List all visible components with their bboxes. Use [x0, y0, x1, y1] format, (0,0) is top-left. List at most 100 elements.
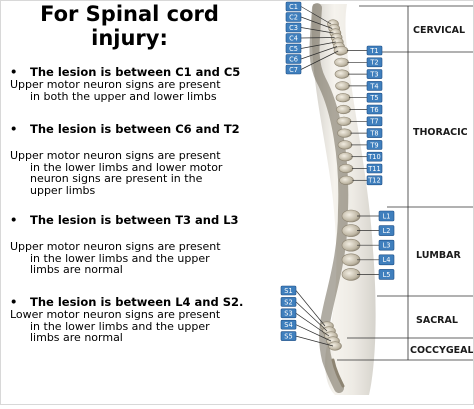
bullet-icon: • — [10, 65, 18, 79]
vertebra-label-box-t12 — [366, 175, 383, 186]
vertebra-labels: C1C2C3C4C5C6C7T1T2T3T4T5T6T7T8T9T10T11T1… — [280, 1, 395, 347]
vertebra-label-box-t5 — [366, 92, 383, 103]
leader-line-c5 — [300, 41, 336, 49]
vertebra-body-t4 — [335, 81, 350, 91]
region-label-coccygeal: COCCYGEAL — [410, 345, 473, 356]
lesion-description-line: in the lower limbs and lower motor — [30, 160, 223, 174]
leader-line-c7 — [300, 50, 339, 70]
vertebra-label-l4: L4 — [383, 256, 391, 264]
vertebra-label-c5: C5 — [289, 45, 298, 53]
vertebra-label-box-s2 — [280, 297, 297, 307]
vertebra-label-box-c4 — [285, 33, 302, 43]
vertebra-label-t6: T6 — [369, 106, 378, 114]
bullet-icon: • — [10, 295, 18, 309]
vertebra-label-t9: T9 — [369, 141, 378, 149]
spine-diagram: CERVICAL THORACIC LUMBAR SACRAL COCCYGEA… — [277, 0, 474, 405]
lesion-description-line: in the lower limbs and the upper — [30, 319, 210, 333]
vertebra-label-l5: L5 — [383, 271, 391, 279]
leader-line-c6 — [300, 46, 338, 60]
leader-line-s4 — [295, 324, 332, 342]
vertebra-label-c7: C7 — [289, 66, 298, 74]
vertebra-label-t2: T2 — [369, 59, 378, 67]
lesion-heading-text: The lesion is between C1 and C5 — [30, 65, 241, 79]
vertebra-label-s4: S4 — [284, 321, 292, 329]
vertebra-label-t8: T8 — [369, 130, 378, 138]
vertebra-label-box-t10 — [366, 151, 383, 162]
bullet-icon: • — [10, 122, 18, 136]
vertebra-label-c6: C6 — [289, 55, 298, 63]
coccyx-bone — [331, 358, 345, 388]
lesion-description: Upper motor neuron signs are present in … — [8, 241, 270, 276]
lesion-description-line: Lower motor neuron signs are present — [10, 308, 221, 321]
leader-line-s2 — [295, 301, 328, 332]
vertebra-bodies — [320, 19, 361, 388]
vertebra-body-t9 — [337, 140, 353, 150]
vertebra-label-box-t11 — [366, 163, 383, 174]
figure-title: For Spinal cord injury: — [12, 2, 247, 50]
lesion-description: Upper motor neuron signs are present in … — [8, 79, 270, 102]
leader-line-c2 — [300, 16, 333, 29]
vertebra-body-t1 — [333, 45, 349, 56]
vertebra-body-t3 — [334, 69, 350, 79]
region-brackets — [337, 5, 473, 361]
lesion-item-c6-t2: • The lesion is between C6 and T2 Upper … — [8, 122, 270, 196]
vertebra-label-s3: S3 — [284, 310, 292, 318]
leader-line-c3 — [300, 27, 334, 34]
region-label-cervical: CERVICAL — [413, 25, 465, 36]
vertebra-label-s2: S2 — [284, 298, 292, 306]
lesion-heading: • The lesion is between C6 and T2 — [8, 122, 270, 136]
vertebra-label-box-t8 — [366, 128, 383, 138]
vertebra-label-c1: C1 — [289, 3, 298, 11]
vertebra-body-t2 — [334, 57, 349, 67]
lesion-description-line: upper limbs — [30, 183, 96, 197]
leader-line-s1 — [295, 290, 326, 327]
vertebra-label-t7: T7 — [369, 118, 378, 126]
vertebra-label-t1: T1 — [369, 47, 378, 55]
vertebra-label-box-s3 — [280, 308, 297, 319]
lesion-heading: • The lesion is between T3 and L3 — [8, 213, 270, 227]
vertebra-body-t11 — [338, 163, 354, 174]
lesion-heading-text: The lesion is between C6 and T2 — [30, 122, 240, 136]
vertebra-label-box-s4 — [280, 319, 297, 330]
vertebra-label-box-t3 — [366, 69, 383, 79]
lesion-description-line: limbs are normal — [30, 263, 123, 276]
vertebra-label-box-l3 — [378, 239, 395, 251]
bullet-icon: • — [10, 213, 18, 227]
vertebra-label-box-t1 — [366, 45, 383, 56]
region-label-thoracic: THORACIC — [413, 127, 468, 138]
vertebra-label-box-l4 — [378, 254, 395, 266]
vertebra-body-t7 — [336, 116, 352, 126]
vertebra-label-box-c3 — [285, 22, 302, 33]
region-label-lumbar: LUMBAR — [416, 250, 461, 261]
lesion-heading-text: The lesion is between T3 and L3 — [30, 213, 239, 227]
leader-line-s3 — [295, 313, 330, 337]
vertebra-label-box-c7 — [285, 64, 302, 75]
lesion-heading: • The lesion is between L4 and S2. — [8, 295, 270, 309]
vertebra-label-box-t9 — [366, 140, 383, 150]
spine-svg: CERVICAL THORACIC LUMBAR SACRAL COCCYGEA… — [280, 1, 474, 395]
lesion-description-line: in the lower limbs and the upper — [30, 251, 210, 265]
lesion-description-line: in both the upper and lower limbs — [30, 89, 217, 103]
leader-line-c4 — [300, 37, 335, 39]
vertebra-label-l1: L1 — [383, 212, 391, 220]
vertebra-body-t10 — [338, 152, 353, 162]
vertebra-label-c3: C3 — [289, 24, 298, 32]
leader-line-c1 — [300, 6, 332, 25]
vertebra-label-box-s5 — [280, 331, 297, 341]
lesion-heading: • The lesion is between C1 and C5 — [8, 65, 270, 79]
vertebra-label-c4: C4 — [289, 34, 298, 42]
lesion-description-line: Upper motor neuron signs are present — [10, 78, 221, 91]
vertebra-body-t8 — [337, 128, 352, 138]
vertebra-label-box-c5 — [285, 43, 302, 54]
vertebra-label-t5: T5 — [369, 94, 378, 102]
vertebra-label-box-c2 — [285, 12, 302, 22]
vertebra-label-t12: T12 — [367, 177, 380, 185]
vertebra-body-s5 — [328, 341, 342, 351]
vertebra-label-box-t4 — [366, 81, 383, 91]
lesion-item-c1-c5: • The lesion is between C1 and C5 Upper … — [8, 65, 270, 102]
vertebra-body-t12 — [339, 175, 354, 185]
lesion-heading-text: The lesion is between L4 and S2. — [30, 295, 244, 309]
vertebra-label-l2: L2 — [383, 227, 391, 235]
vertebra-label-box-c1 — [285, 1, 302, 12]
